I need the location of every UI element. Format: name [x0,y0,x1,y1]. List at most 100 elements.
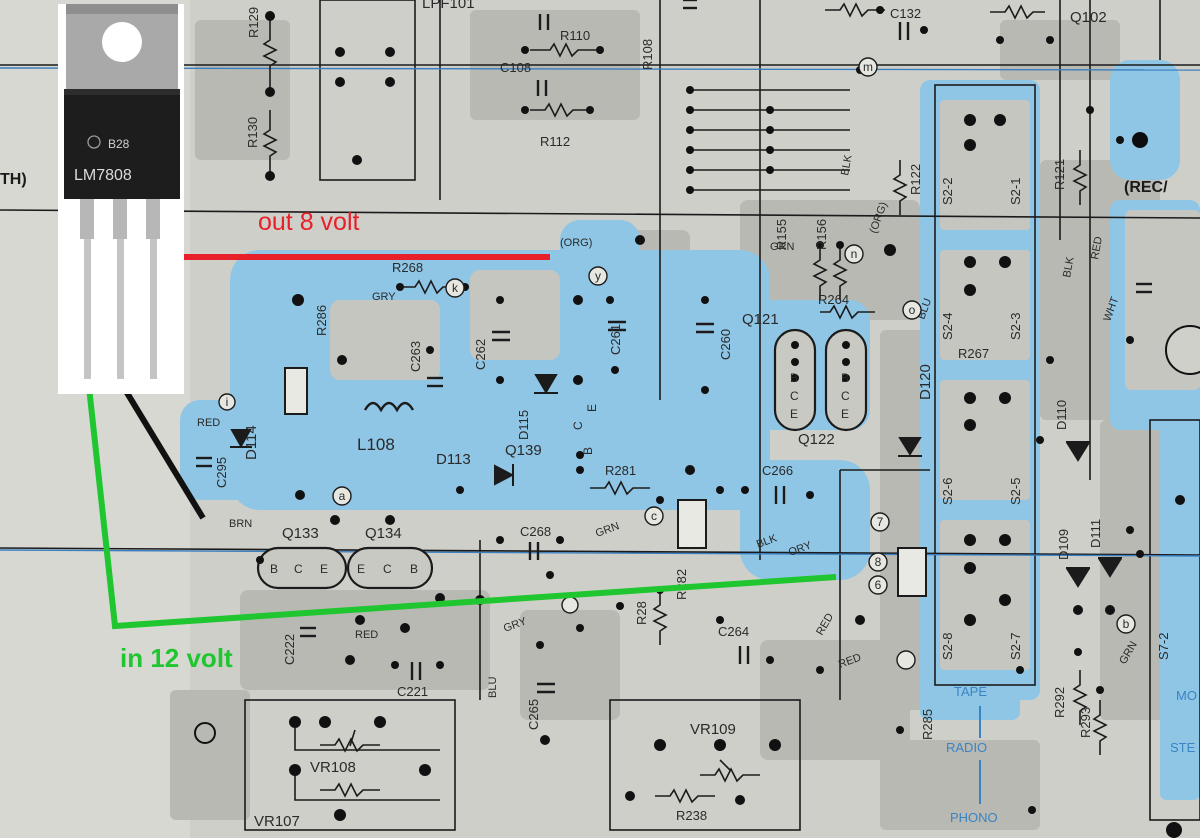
label-tape: TAPE [954,684,987,699]
wire-brn: BRN [229,518,252,530]
node-o: o [909,303,916,317]
label-r267: R267 [958,346,989,361]
pin-q122-e: E [841,407,849,421]
label-c108: C108 [500,60,531,75]
regulator-component: B28 LM7808 [58,4,184,394]
node-markers [218,57,1136,670]
label-c262: C262 [473,339,488,370]
pin-3 [146,199,160,239]
label-r112: R112 [540,134,570,149]
label-c222: C222 [282,634,297,665]
node-m: m [863,60,873,74]
regulator-drawing: B28 LM7808 [64,4,180,379]
label-q133: Q133 [282,525,319,542]
label-c260: C260 [718,329,733,360]
mounting-hole [102,22,142,62]
pot-symbols [294,728,731,801]
label-l108: L108 [357,435,395,454]
label-d120: D120 [917,364,934,400]
pin-q133-e: E [320,562,328,576]
wire-gry: GRY [372,291,396,303]
pin-q133-c: C [294,562,303,576]
node-8: 8 [875,555,882,569]
mount-hole [194,722,216,744]
pin-q139-c: C [571,421,585,430]
label-r110: R110 [560,28,590,43]
label-r268: R268 [392,260,423,275]
label-s2-1: S2-1 [1008,178,1023,205]
section-labels: TAPE RADIO PHONO (REC/ TH) MO STE [0,171,1197,825]
label-c268: C268 [520,524,551,539]
label-c264: C264 [718,624,749,639]
node-b: b [1123,617,1130,631]
pin-q122-c: C [841,389,850,403]
label-s7-2: S7-2 [1156,633,1171,660]
inner-pads [330,100,1200,670]
wire-grn2: GRN [770,241,795,253]
pin-1 [80,199,94,239]
wire-red-top: RED [1089,236,1105,261]
label-c263: C263 [408,341,423,372]
label-s2-7: S2-7 [1008,633,1023,660]
label-r130: R130 [245,117,260,148]
node-k: k [452,281,459,295]
logo-mark [87,135,101,149]
label-vr109: VR109 [690,721,736,738]
label-r155: R155 [774,219,789,250]
node-a: a [339,489,346,503]
output-voltage-label: out 8 volt [258,208,360,236]
label-c265: C265 [526,699,541,730]
wire-org: (ORG) [560,237,592,249]
pin-q134-b: B [410,562,418,576]
node-c: c [651,509,657,523]
label-s2-6: S2-6 [940,478,955,505]
label-c221: C221 [397,684,428,699]
label-r281: R281 [605,463,636,478]
label-r292: R292 [1052,687,1067,718]
pin-q139-e: E [585,404,599,412]
pin-q121-e: E [790,407,798,421]
label-s2-2: S2-2 [940,178,955,205]
capacitor-symbols [196,0,1152,694]
regulator-code: B28 [108,137,130,151]
label-d114: D114 [243,425,260,460]
label-r156: R156 [814,219,829,250]
label-r238: R238 [676,808,707,823]
label-vr108: VR108 [310,759,356,776]
label-s2-4: S2-4 [940,313,955,340]
label-q121: Q121 [742,311,779,328]
wire-blk2: BLK [1061,255,1077,278]
label-c132: C132 [890,6,921,21]
label-s2-5: S2-5 [1008,478,1023,505]
large-pad [1165,325,1200,375]
solder-pads [256,6,1185,838]
label-s2-8: S2-8 [940,633,955,660]
diode-symbols [230,374,1122,588]
label-r129: R129 [246,7,261,38]
label-d113: D113 [436,451,471,468]
label-ste: STE [1170,740,1196,755]
pin-q122-b: B [841,371,849,385]
label-d111: D111 [1088,519,1103,548]
label-r108: R108 [640,39,655,70]
pin-q121-c: C [790,389,799,403]
label-d110: D110 [1054,400,1069,430]
label-r286: R286 [314,305,329,336]
node-7: 7 [877,515,884,529]
regulator-marking: LM7808 [74,167,132,184]
label-r282: R282 [674,569,689,600]
node-6: 6 [875,578,882,592]
pin-2 [113,199,127,239]
label-radio: RADIO [946,740,987,755]
inductor-l108 [363,401,415,413]
wire-red4: RED [355,629,378,641]
label-lpf101: LPF101 [422,0,475,12]
node-i: i [226,395,229,409]
wire-blk: BLK [839,153,855,176]
label-s2-3: S2-3 [1008,313,1023,340]
label-rec: (REC/ [1124,179,1168,196]
node-n: n [851,247,858,261]
node-y: y [595,269,601,283]
